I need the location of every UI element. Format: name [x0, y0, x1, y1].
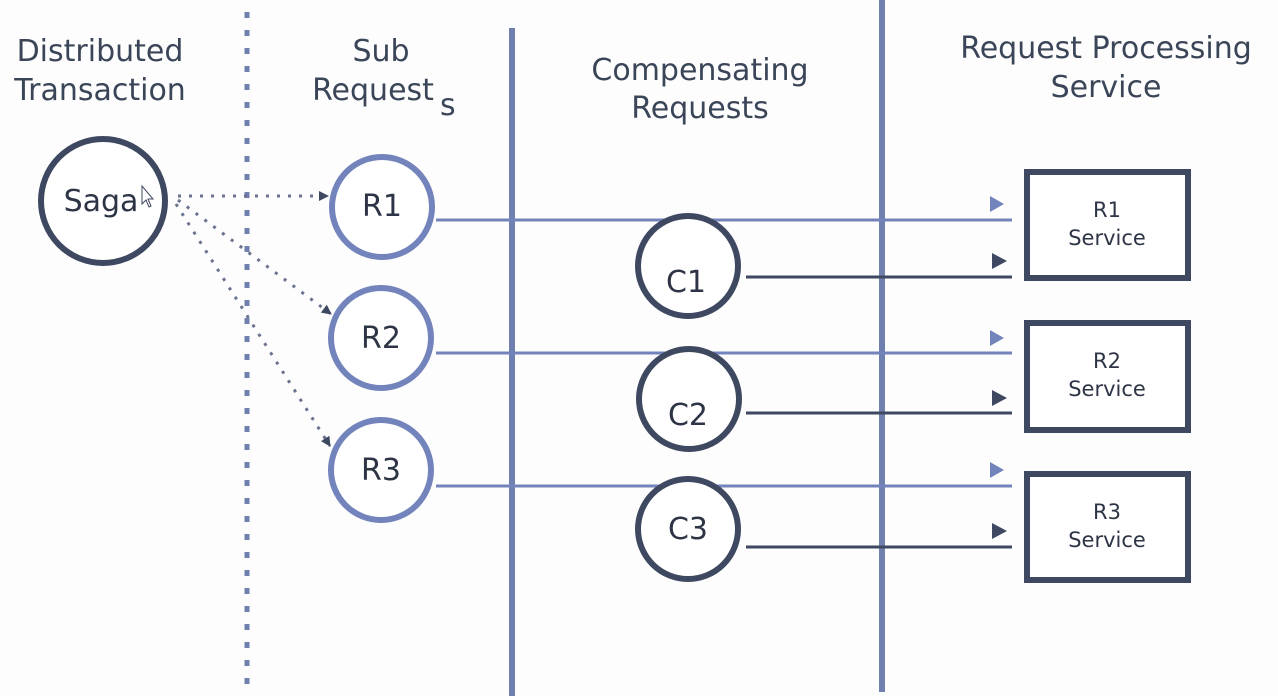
compensation-arrowhead [992, 523, 1007, 539]
service-type: Service [1068, 226, 1146, 250]
service-type: Service [1068, 528, 1146, 552]
service-name: R2 [1093, 349, 1121, 373]
cursor-icon [141, 184, 155, 208]
compensation-arrowhead [992, 390, 1007, 406]
header-line: Sub [352, 34, 409, 69]
compensation-label: C3 [668, 512, 708, 547]
compensation-label: C1 [666, 265, 706, 300]
header-line: Service [1051, 70, 1162, 105]
saga-label: Saga [64, 184, 139, 219]
header-distributed-transaction: Distributed Transaction [13, 34, 186, 108]
request-arrowhead [990, 196, 1004, 212]
request-node-r1: R1 [329, 154, 435, 260]
request-label: R3 [361, 453, 401, 488]
header-line: Transaction [13, 73, 186, 108]
request-label: R1 [362, 189, 402, 224]
service-box-r3: R3 Service [1024, 471, 1191, 583]
saga-node: Saga [38, 136, 168, 266]
header-line: Request Processing [960, 31, 1252, 66]
saga-dispatch-arrows [174, 191, 332, 447]
compensation-lines [746, 253, 1012, 549]
compensation-label: C2 [668, 398, 708, 433]
request-node-r3: R3 [328, 417, 434, 523]
header-suffix: s [440, 88, 456, 123]
service-name: R3 [1093, 500, 1121, 524]
compensation-node-c2: C2 [636, 346, 742, 452]
dispatch-arrow-r3 [174, 203, 332, 447]
request-label: R2 [361, 321, 401, 356]
request-lines [436, 196, 1012, 488]
service-type: Service [1068, 377, 1146, 401]
header-line: Compensating [591, 53, 808, 88]
service-box-r2: R2 Service [1024, 320, 1191, 433]
request-arrowhead [990, 330, 1004, 346]
request-arrowhead [990, 462, 1004, 478]
header-line: Request [312, 73, 434, 108]
service-box-r1: R1 Service [1024, 169, 1191, 281]
compensation-arrowhead [992, 253, 1007, 269]
dispatch-arrow-r2 [177, 198, 332, 316]
header-line: Distributed [17, 34, 184, 69]
compensation-node-c1: C1 [635, 213, 741, 319]
header-sub-requests: Sub Request s [312, 34, 456, 123]
compensation-node-c3: C3 [635, 476, 741, 582]
header-compensating-requests: Compensating Requests [591, 53, 808, 126]
header-line: Requests [631, 91, 769, 126]
request-node-r2: R2 [328, 285, 434, 391]
service-name: R1 [1093, 198, 1121, 222]
header-request-processing-service: Request Processing Service [960, 31, 1252, 105]
